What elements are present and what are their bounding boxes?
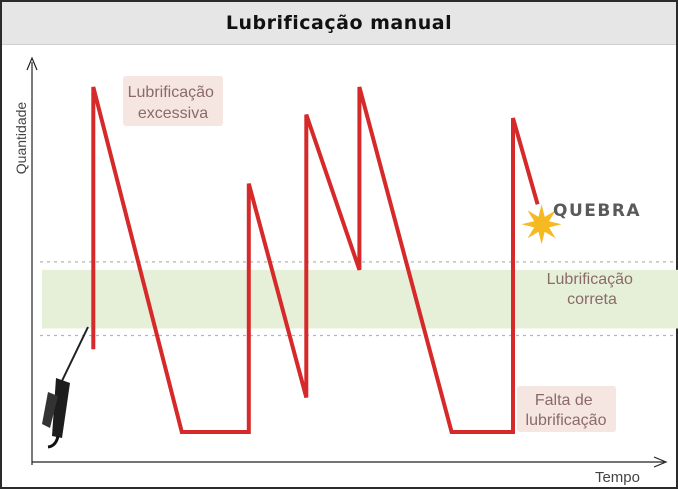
lack-label: Falta de lubrificação: [526, 392, 607, 429]
x-axis-arrow: [653, 456, 668, 468]
excess-label: Lubrificação excessiva: [128, 84, 219, 122]
grease-gun-icon: [42, 326, 89, 449]
break-label: QUEBRA: [553, 201, 641, 221]
excess-label-box: [123, 76, 223, 126]
y-axis-arrow: [26, 56, 38, 71]
series-line: [91, 86, 540, 434]
correct-label: Lubrificação correta: [547, 271, 638, 308]
y-axis-label: Quantidade: [13, 102, 29, 175]
title-bar: Lubrificação manual: [2, 2, 676, 45]
chart-title: Lubrificação manual: [225, 12, 453, 34]
x-axis-label: Tempo: [595, 469, 640, 486]
lack-label-box: [517, 386, 616, 432]
break-star-icon: [521, 204, 562, 245]
